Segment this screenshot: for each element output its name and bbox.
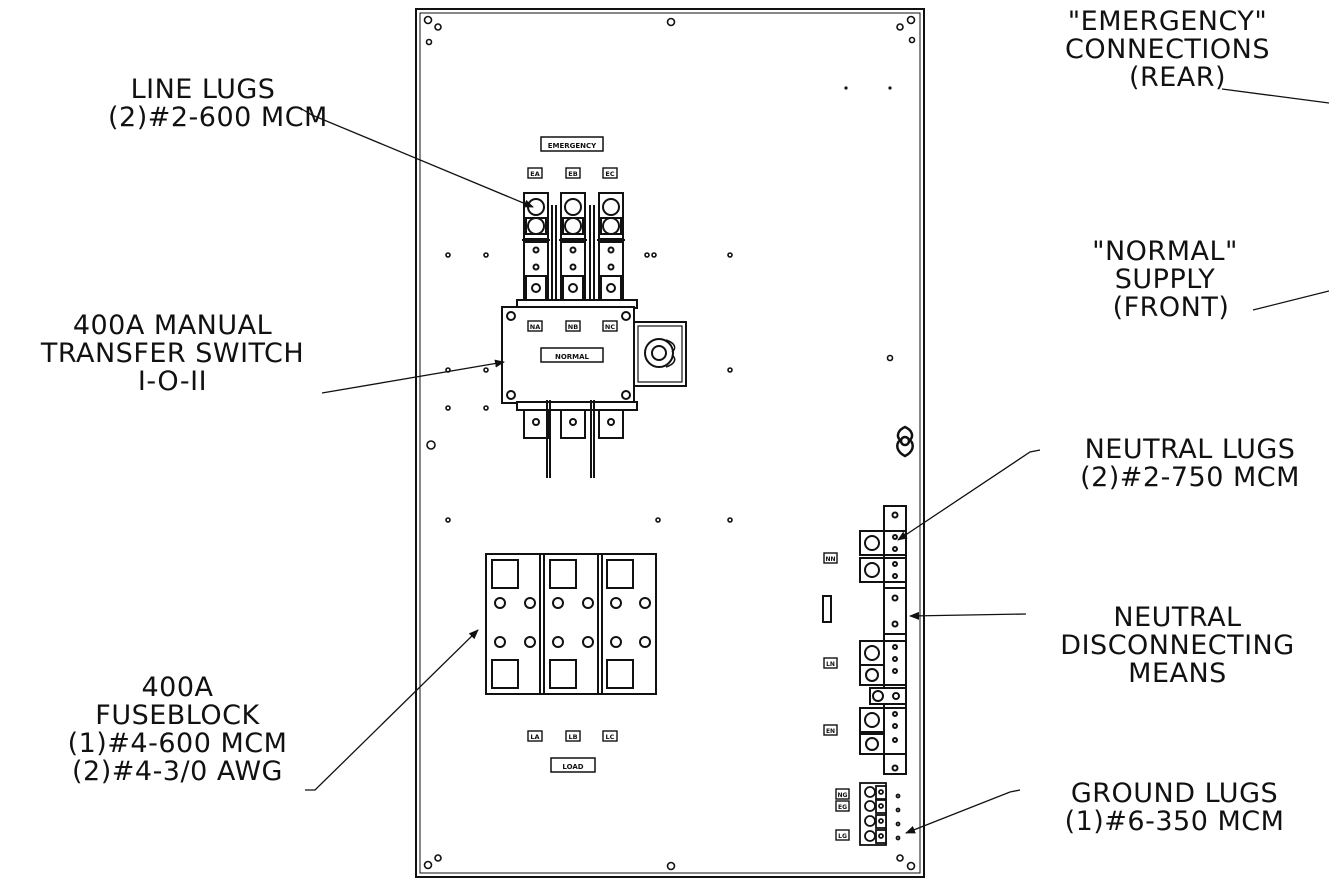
label-nb: NB [568, 323, 578, 331]
label-ng: NG [838, 792, 848, 799]
label-nn: NN [825, 556, 835, 563]
normal-supply-lugs [523, 400, 624, 478]
callout-fuseblock: 400A FUSEBLOCK (1)#4-600 MCM (2)#4-3/0 A… [67, 672, 288, 787]
emergency-label-box [540, 136, 604, 152]
label-eb: EB [568, 170, 577, 178]
panel-outline [415, 8, 925, 878]
label-lb: LB [568, 733, 577, 741]
callout-neutral-lugs: NEUTRAL LUGS (2)#2-750 MCM [1080, 434, 1300, 493]
ground-lugs [859, 782, 901, 846]
label-ln: LN [826, 661, 835, 668]
load-label: LOAD [562, 763, 583, 771]
emergency-label: EMERGENCY [548, 142, 597, 150]
callout-ground-lugs: GROUND LUGS (1)#6-350 MCM [1064, 778, 1285, 837]
callout-normal-supply: "NORMAL" SUPPLY (FRONT) [1092, 236, 1238, 323]
leader-neutral-lugs [897, 449, 1041, 541]
normal-label: NORMAL [555, 353, 590, 361]
panel-inner-outline [419, 12, 921, 874]
latch-icon [896, 425, 914, 458]
fuseblock [485, 553, 657, 695]
label-la: LA [530, 733, 539, 741]
stud-dots [844, 86, 892, 90]
label-lc: LC [606, 733, 615, 741]
label-eg: EG [838, 804, 847, 811]
normal-label-box [540, 347, 604, 363]
neutral-bar [822, 505, 907, 775]
line-lugs [522, 192, 625, 308]
label-ea: EA [530, 170, 539, 178]
leader-emergency [1221, 88, 1329, 104]
callout-manual-transfer-switch: 400A MANUAL TRANSFER SWITCH I-O-II [40, 310, 305, 397]
load-label-box [550, 757, 596, 773]
label-nc: NC [605, 323, 615, 331]
leader-fuseblock [305, 629, 479, 791]
leader-ground-lugs [905, 789, 1021, 834]
leader-transfer-switch [321, 359, 505, 394]
callout-line-lugs: LINE LUGS (2)#2-600 MCM [108, 74, 328, 133]
callout-emergency-connections: "EMERGENCY" CONNECTIONS (REAR) [1065, 6, 1270, 93]
label-na: NA [530, 323, 540, 331]
label-lg: LG [838, 833, 847, 840]
leader-neutral-disconnect [909, 611, 1027, 620]
leader-line-lugs [299, 107, 534, 208]
mounting-holes [423, 15, 916, 871]
label-en: EN [826, 728, 835, 735]
callout-neutral-disconnecting-means: NEUTRAL DISCONNECTING MEANS [1060, 602, 1295, 689]
label-ec: EC [605, 170, 614, 178]
leader-normal [1252, 290, 1329, 311]
